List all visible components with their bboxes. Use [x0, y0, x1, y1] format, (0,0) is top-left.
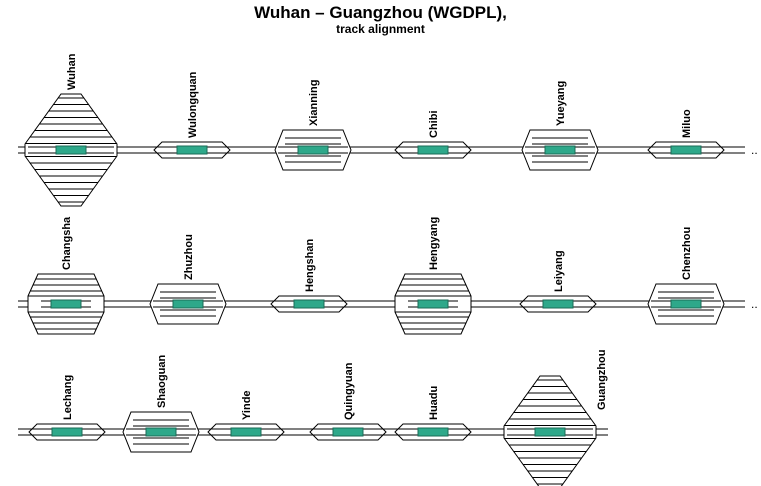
station-label: Changsha: [61, 216, 73, 270]
station-label: Hengshan: [304, 239, 316, 292]
station-label: Yinde: [241, 390, 253, 420]
station-zhuzhou: Zhuzhou: [149, 234, 227, 325]
station-label: Wulongquan: [187, 71, 199, 138]
station-chibi: Chibi: [394, 111, 472, 159]
station-label: Chenzhou: [681, 227, 693, 280]
station-hengyang: Hengyang: [394, 217, 472, 335]
station-miluo: Miluo: [647, 109, 725, 159]
station-wuhan: Wuhan: [24, 53, 118, 207]
station-label: Yueyang: [555, 81, 567, 126]
station-guangzhou: Guangzhou: [503, 350, 608, 486]
diagram-subtitle: track alignment: [336, 22, 425, 36]
station-label: Guangzhou: [596, 350, 608, 411]
station-label: Hengyang: [428, 217, 440, 270]
station-label: Zhuzhou: [183, 234, 195, 280]
diagram-title: Wuhan – Guangzhou (WGDPL),: [254, 3, 507, 22]
continuation-dots: ..: [751, 143, 758, 157]
station-yinde: Yinde: [207, 390, 285, 441]
continuation-dots: ..: [751, 297, 758, 311]
station-label: Lechang: [62, 375, 74, 420]
station-leiyang: Leiyang: [519, 250, 597, 313]
station-changsha: Changsha: [27, 216, 105, 335]
station-lechang: Lechang: [28, 375, 106, 441]
station-shaoguan: Shaoguan: [122, 355, 200, 453]
station-label: Wuhan: [66, 53, 78, 90]
station-wulongquan: Wulongquan: [153, 71, 231, 159]
station-quingyuan: Quingyuan: [309, 362, 387, 441]
station-chenzhou: Chenzhou: [647, 227, 725, 325]
station-label: Chibi: [428, 111, 440, 139]
station-label: Shaoguan: [156, 355, 168, 408]
station-xianning: Xianning: [274, 80, 352, 171]
station-yueyang: Yueyang: [521, 81, 599, 171]
station-label: Leiyang: [553, 250, 565, 292]
station-label: Miluo: [681, 109, 693, 138]
station-huadu: Huadu: [394, 386, 472, 441]
station-hengshan: Hengshan: [270, 239, 348, 313]
station-label: Huadu: [428, 386, 440, 420]
station-label: Quingyuan: [343, 362, 355, 420]
station-label: Xianning: [308, 80, 320, 126]
